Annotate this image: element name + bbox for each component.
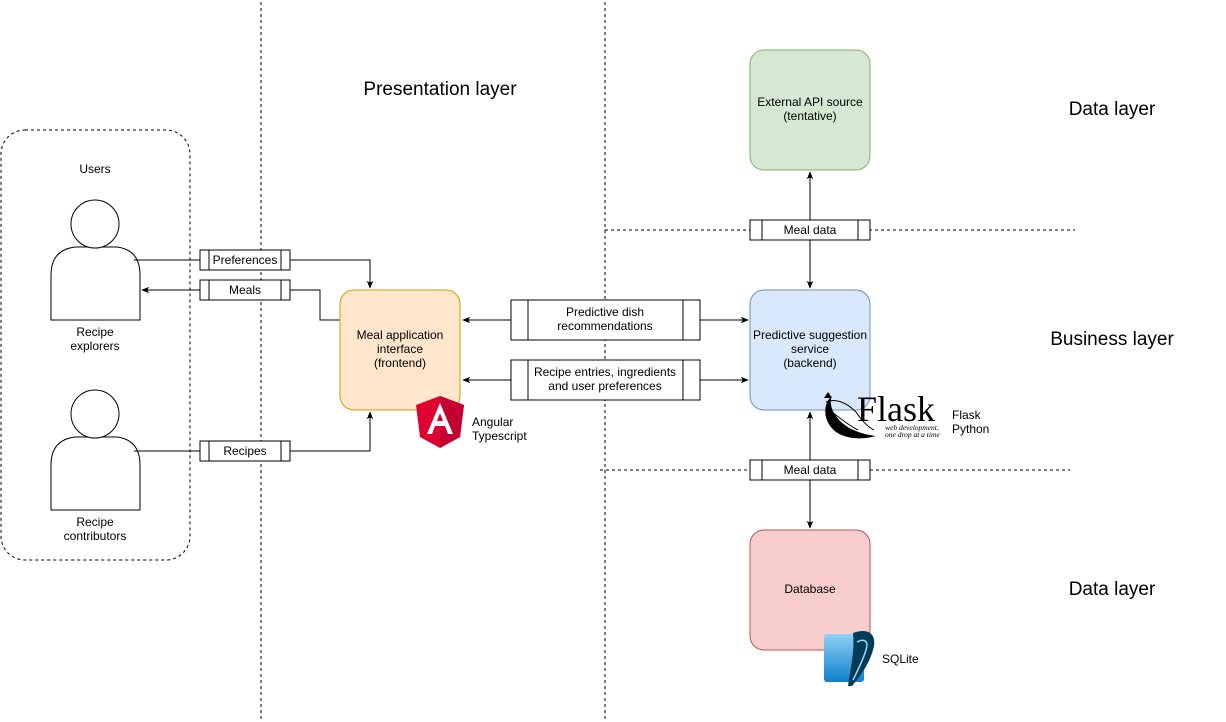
preferences-label: Preferences	[213, 253, 278, 267]
external-api-node: External API source (tentative)	[749, 49, 871, 171]
users-group	[0, 129, 191, 561]
meal-data-bottom-flow-box: Meal data	[749, 459, 871, 481]
backend-label-3: (backend)	[783, 356, 836, 370]
flask-logo-icon: Flask web development, one drop at a tim…	[824, 389, 940, 439]
angular-logo-icon	[416, 396, 464, 448]
database-node: Database	[749, 529, 871, 651]
data-layer-title-bottom: Data layer	[1069, 579, 1156, 600]
external-api-label: External API source	[757, 95, 863, 109]
flask-logo-wordmark: Flask	[857, 389, 935, 429]
business-layer-title: Business layer	[1050, 329, 1174, 350]
frontend-label-2: interface	[377, 342, 423, 356]
backend-label: Predictive suggestion	[753, 328, 867, 342]
external-api-label-2: (tentative)	[783, 109, 836, 123]
meals-label: Meals	[229, 283, 261, 297]
flask-tech-label-2: Python	[952, 422, 989, 436]
predictive-recommendations-label: Predictive dish	[566, 305, 644, 319]
presentation-layer-title: Presentation layer	[363, 79, 517, 100]
meal-data-top-flow-box: Meal data	[749, 219, 871, 241]
users-group-title: Users	[79, 162, 110, 176]
recipe-explorers-actor	[50, 199, 141, 321]
meal-data-top-label: Meal data	[784, 223, 837, 237]
person-icon	[50, 246, 141, 321]
person-icon	[50, 436, 141, 511]
recipe-entries-label: Recipe entries, ingredients	[534, 365, 676, 379]
recipe-contributors-label: Recipe	[76, 515, 114, 529]
meals-flow-box: Meals	[199, 279, 291, 301]
frontend-label: Meal application	[357, 328, 444, 342]
database-label: Database	[784, 582, 836, 596]
frontend-node: Meal application interface (frontend)	[339, 289, 461, 411]
backend-node: Predictive suggestion service (backend)	[749, 289, 871, 411]
recipe-contributors-actor	[50, 389, 141, 511]
sqlite-logo-icon	[824, 630, 875, 686]
flask-logo-tagline: web development,	[885, 423, 939, 432]
meal-data-bottom-label: Meal data	[784, 463, 837, 477]
angular-tech-label-2: Typescript	[472, 429, 527, 443]
recipes-label: Recipes	[223, 444, 266, 458]
flask-tech-label: Flask	[952, 408, 982, 422]
sqlite-tech-label: SQLite	[882, 652, 919, 666]
backend-label-2: service	[791, 342, 829, 356]
predictive-recommendations-flow-box: Predictive dish recommendations	[510, 299, 701, 341]
recipe-entries-label-2: and user preferences	[548, 379, 661, 393]
data-layer-title-top: Data layer	[1069, 99, 1156, 120]
preferences-flow-box: Preferences	[199, 249, 291, 271]
angular-tech-label: Angular	[472, 415, 513, 429]
recipe-contributors-label-2: contributors	[64, 529, 127, 543]
recipe-explorers-label: Recipe	[76, 325, 114, 339]
predictive-recommendations-label-2: recommendations	[557, 319, 652, 333]
recipe-entries-flow-box: Recipe entries, ingredients and user pre…	[510, 359, 701, 401]
flask-logo-tagline-2: one drop at a time	[885, 430, 940, 439]
frontend-label-3: (frontend)	[374, 356, 426, 370]
recipes-flow-box: Recipes	[199, 440, 291, 462]
recipe-explorers-label-2: explorers	[70, 339, 119, 353]
